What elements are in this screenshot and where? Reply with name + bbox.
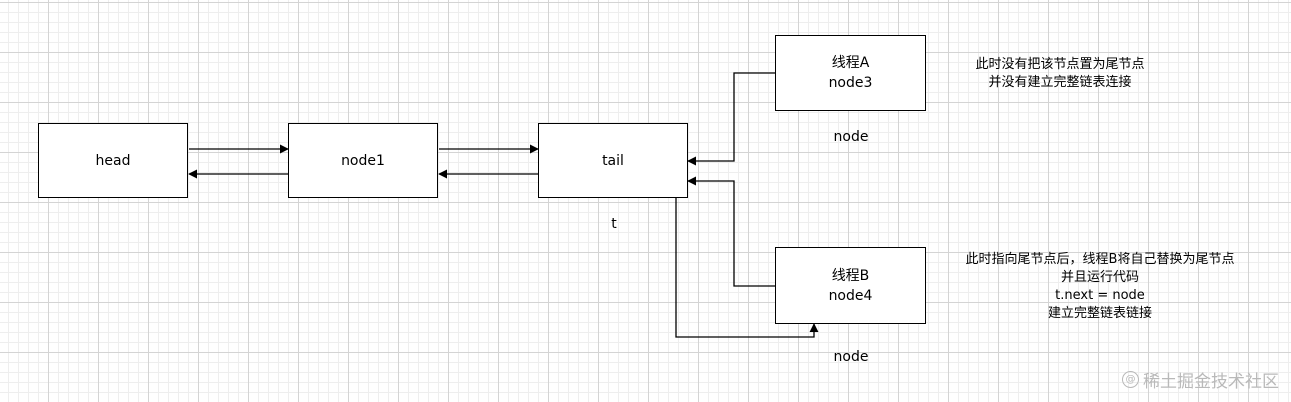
node-threadB: 线程B node4 bbox=[775, 247, 926, 324]
node-threadA: 线程A node3 bbox=[775, 35, 926, 111]
note-threadB-line: 建立完整链表链接 bbox=[1047, 306, 1152, 321]
note-threadA: 此时没有把该节点置为尾节点 并没有建立完整链表连接 bbox=[930, 56, 1190, 92]
node-node1-label: node1 bbox=[341, 152, 385, 169]
label-node-top: node bbox=[833, 129, 869, 145]
node-threadA-title: 线程A bbox=[831, 55, 870, 71]
edge-threadA-to-tail bbox=[687, 72, 775, 166]
watermark-at-icon: @ bbox=[1122, 371, 1139, 388]
note-threadA-line: 此时没有把该节点置为尾节点 bbox=[975, 57, 1145, 72]
label-t: t bbox=[611, 216, 617, 232]
watermark-text: 稀土掘金技术社区 bbox=[1143, 372, 1279, 392]
node-threadB-title: 线程B bbox=[831, 267, 870, 284]
node-node1: node1 bbox=[288, 123, 438, 198]
note-threadB-line: t.next = node bbox=[1055, 288, 1145, 303]
edge-tail-to-threadB bbox=[675, 198, 819, 338]
node-threadB-node: node4 bbox=[828, 287, 873, 304]
watermark: @ 稀土掘金技术社区 bbox=[1122, 367, 1279, 392]
node-head: head bbox=[38, 123, 188, 198]
edge-threadB-to-tail bbox=[687, 176, 775, 287]
note-threadA-line: 并没有建立完整链表连接 bbox=[988, 75, 1132, 90]
node-tail-label: tail bbox=[602, 152, 624, 169]
label-node-bottom: node bbox=[833, 349, 869, 365]
node-head-label: head bbox=[95, 152, 131, 169]
node-threadA-node: node3 bbox=[828, 75, 873, 91]
note-threadB-line: 此时指向尾节点后，线程B将自己替换为尾节点 bbox=[965, 252, 1235, 267]
note-threadB: 此时指向尾节点后，线程B将自己替换为尾节点 并且运行代码 t.next = no… bbox=[935, 251, 1265, 323]
note-threadB-line: 并且运行代码 bbox=[1060, 270, 1139, 285]
node-tail: tail bbox=[538, 123, 688, 198]
